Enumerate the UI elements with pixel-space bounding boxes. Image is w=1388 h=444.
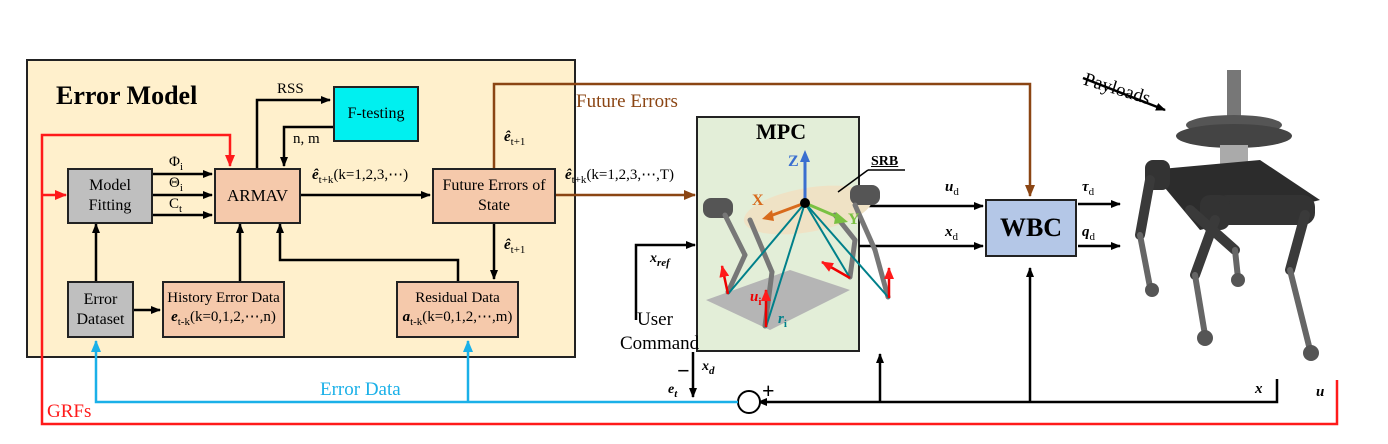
minus-sign: − — [677, 358, 690, 383]
future-errors-label: Future Errors — [576, 91, 678, 112]
residual-data-box[interactable]: Residual Data at-k(k=0,1,2,⋯,m) — [396, 281, 519, 338]
phi-label: Φi — [169, 154, 184, 173]
x-d-label: xd — [945, 224, 958, 243]
armav-output-label: êt+k(k=1,2,3,⋯) — [312, 167, 409, 186]
history-error-data-title: History Error Data — [167, 290, 280, 307]
mpc-title: MPC — [756, 119, 807, 144]
model-fitting-label: Model Fitting — [88, 177, 132, 214]
q-d-label: qd — [1082, 224, 1095, 243]
e-t-label: et — [668, 382, 678, 400]
mpc-robot-illustration — [703, 150, 905, 330]
error-data-label: Error Data — [320, 379, 401, 400]
x-state-label: x — [1255, 381, 1263, 397]
future-errors-of-state-box[interactable]: Future Errors of State — [432, 168, 556, 224]
future-errors-of-state-label: Future Errors of State — [442, 177, 546, 214]
axis-x-label: X — [752, 192, 764, 209]
u-i-label: ui — [750, 289, 762, 308]
u-d-label: ud — [945, 179, 959, 198]
history-error-data-formula: et-k(k=0,1,2,⋯,n) — [171, 309, 276, 328]
error-data-line — [91, 340, 738, 404]
x-ref-label: xref — [650, 251, 670, 269]
axis-y-label: Y — [848, 211, 860, 228]
model-fitting-box[interactable]: Model Fitting — [67, 168, 153, 224]
tau-d-label: τd — [1082, 179, 1095, 198]
error-model-title: Error Model — [56, 81, 198, 110]
armav-box[interactable]: ARMAV — [214, 168, 301, 224]
c-label: Ct — [169, 196, 183, 215]
history-error-data-box[interactable]: History Error Data et-k(k=0,1,2,⋯,n) — [162, 281, 285, 338]
residual-data-formula: at-k(k=0,1,2,⋯,m) — [402, 309, 513, 328]
u-label: u — [1316, 384, 1325, 400]
quadruped-robot-photo — [1135, 70, 1320, 361]
srb-label: SRB — [871, 154, 899, 169]
axis-z-label: Z — [788, 153, 799, 170]
user-command-label: User Command — [620, 309, 700, 354]
grfs-label: GRFs — [47, 401, 92, 422]
f-testing-box[interactable]: F-testing — [333, 86, 419, 142]
rss-label: RSS — [277, 81, 304, 97]
x-d-feedback-label: xd — [702, 359, 715, 377]
grfs-line — [40, 133, 1339, 426]
summing-junction — [737, 390, 761, 414]
error-dataset-box[interactable]: Error Dataset — [67, 281, 134, 338]
residual-data-title: Residual Data — [415, 290, 500, 307]
wbc-label: WBC — [999, 212, 1063, 242]
theta-label: Θi — [169, 175, 183, 194]
mpc-input-label: êt+k(k=1,2,3,⋯,T) — [565, 167, 675, 186]
plus-sign: + — [762, 378, 775, 403]
error-model-connectors — [92, 96, 498, 314]
armav-label: ARMAV — [226, 186, 289, 206]
nm-label: n, m — [293, 131, 320, 147]
future-errors-line — [492, 82, 1035, 200]
e-hat-t1-top-label: êt+1 — [504, 129, 526, 148]
wbc-box[interactable]: WBC — [985, 199, 1077, 257]
control-connectors — [634, 76, 1279, 406]
r-i-label: ri — [778, 311, 787, 330]
f-testing-label: F-testing — [347, 105, 405, 122]
error-dataset-label: Error Dataset — [76, 290, 125, 328]
e-hat-t1-bottom-label: êt+1 — [504, 237, 526, 256]
